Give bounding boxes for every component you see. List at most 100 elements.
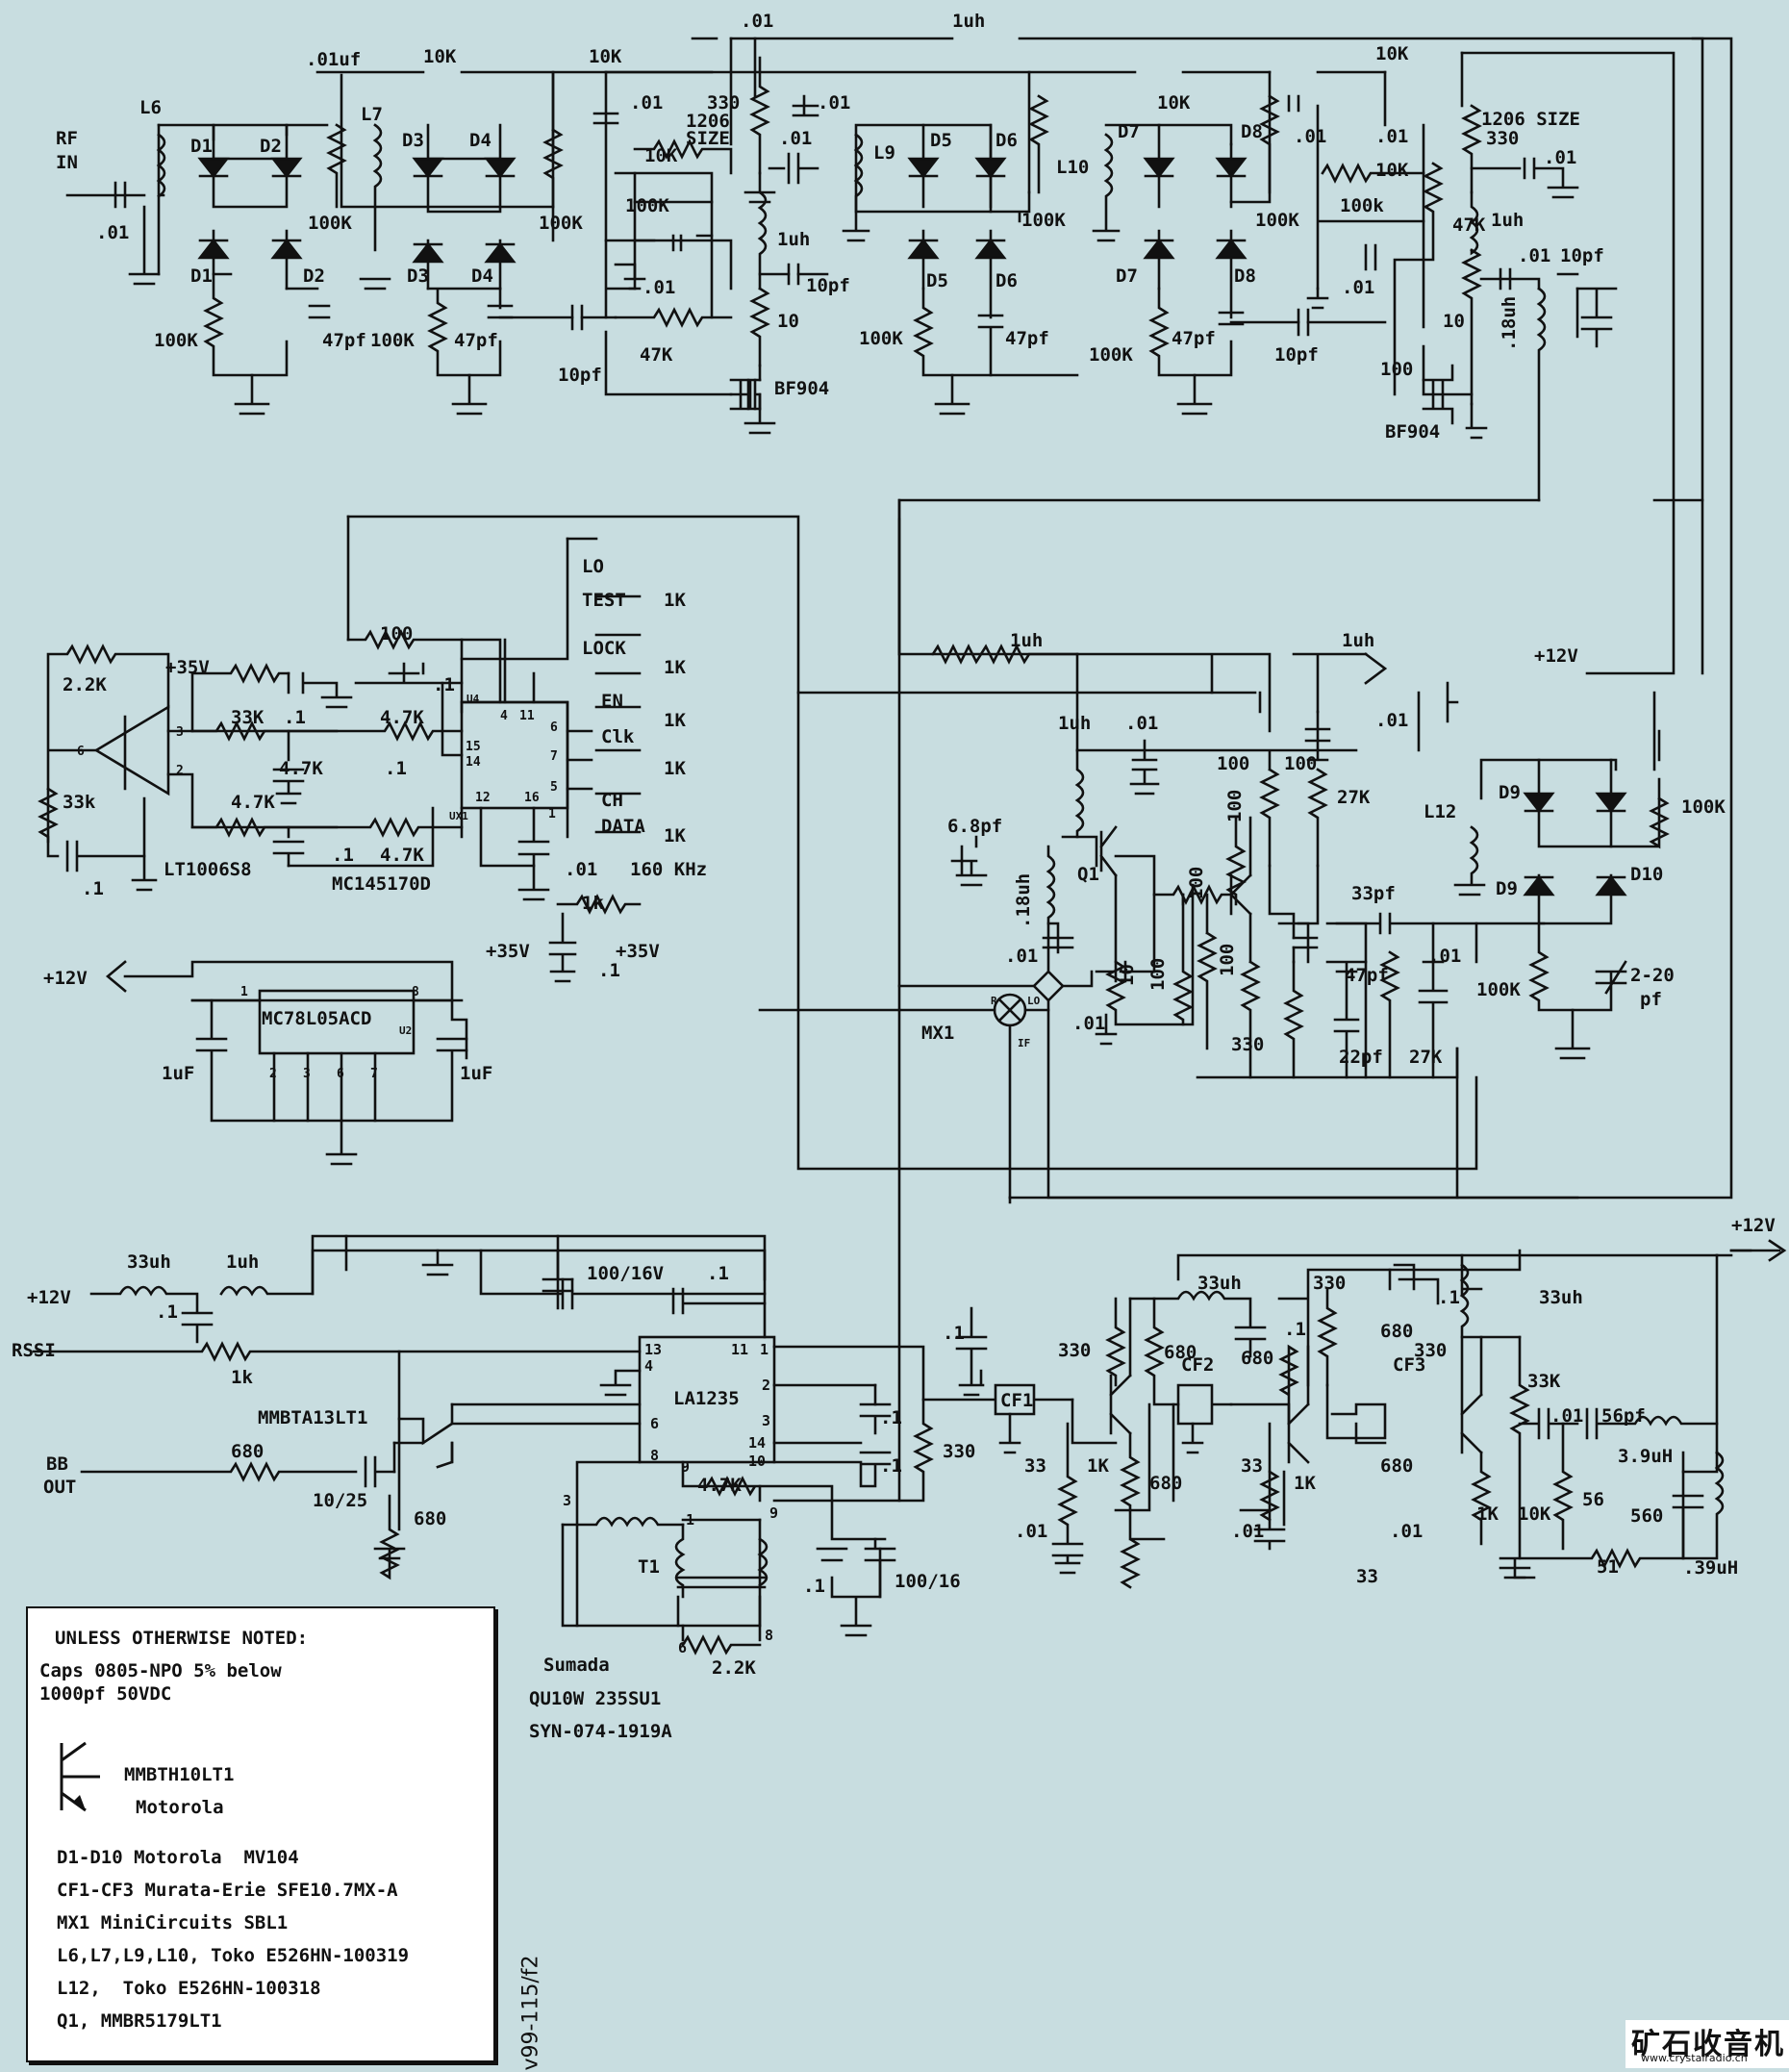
label-diode: D8 — [1234, 265, 1256, 287]
label-text: Sumada — [543, 1655, 610, 1676]
label-resistor: 100K — [1255, 210, 1299, 231]
label-supply: +35V — [165, 657, 210, 678]
label-resistor: 10 — [777, 311, 799, 332]
label-cap: .1 — [803, 1576, 825, 1597]
label-diode: D4 — [471, 265, 493, 287]
oscillator-section — [897, 498, 1579, 1200]
label-cap: 1uF — [460, 1063, 492, 1084]
label-resistor: 330 — [1313, 1273, 1346, 1294]
label-diode: D8 — [1241, 121, 1263, 142]
label-cap: .01 — [741, 11, 773, 32]
label-resistor: 10K — [423, 46, 457, 67]
label-pin: 8 — [412, 985, 419, 999]
label-cap: .01 — [1125, 713, 1158, 734]
label-ch: CH — [601, 790, 623, 811]
label-part: BF904 — [1385, 421, 1440, 442]
label-pin: 4 — [500, 709, 508, 723]
label-diode: D3 — [402, 130, 424, 151]
label-resistor: 1K — [664, 657, 686, 678]
label-pin: 13 — [644, 1341, 662, 1358]
bf904-transistor-1 — [729, 378, 762, 411]
label-cap: 10pf — [1274, 344, 1319, 366]
label-pin: 3 — [176, 725, 184, 740]
label-resistor: 100 — [1217, 753, 1249, 774]
label-inductor: L12 — [1424, 801, 1456, 822]
label-pin: 9 — [681, 1458, 690, 1476]
label-resistor: 10K — [644, 145, 678, 166]
bf904-stage-1 — [592, 56, 829, 435]
label-part: MMBTA13LT1 — [258, 1407, 367, 1428]
top-rail-wires — [65, 37, 1704, 675]
label-in: IN — [56, 152, 78, 173]
label-resistor: 1K — [664, 825, 686, 846]
label-resistor: 100 — [1224, 790, 1246, 822]
label-cap: 560 — [1630, 1505, 1663, 1527]
label-inductor: L7 — [361, 104, 383, 125]
if-strip — [32, 1234, 1787, 1655]
label-cap: .1 — [880, 1407, 902, 1428]
label-resistor: 680 — [231, 1441, 264, 1462]
label-diode: D5 — [926, 270, 948, 291]
label-part: LT1006S8 — [164, 859, 252, 880]
note-line: L12, Toko E526HN-100318 — [57, 1978, 321, 1999]
label-pin: 15 — [466, 740, 481, 754]
label-resistor: 680 — [414, 1508, 446, 1529]
label-pin: 14 — [466, 755, 481, 770]
label-resistor: 100K — [625, 195, 669, 216]
label-resistor: 47K — [640, 344, 673, 366]
label-cap: .1 — [433, 674, 455, 695]
label-cap: 10pf — [1560, 245, 1604, 266]
label-ic: LA1235 — [673, 1388, 740, 1409]
label-cap: .1 — [1284, 1319, 1306, 1340]
label-bb: BB — [46, 1453, 68, 1475]
label-cap: .01 — [818, 92, 850, 114]
tuned-stage-4 — [1092, 94, 1387, 416]
label-inductor: 1uh — [1058, 713, 1091, 734]
label-resistor: 1K — [664, 710, 686, 731]
label-inductor: 1uh — [777, 229, 810, 250]
label-filter: CF3 — [1393, 1354, 1425, 1376]
label-cap: .1 — [82, 878, 104, 899]
label-resistor: 330 — [707, 92, 740, 114]
label-resistor: 100 — [1217, 944, 1238, 976]
label-resistor: 10K — [1157, 92, 1191, 114]
note-line: D1-D10 Motorola MV104 — [57, 1847, 299, 1868]
label-size: SIZE — [686, 128, 730, 149]
label-pin: 12 — [475, 791, 491, 805]
label-resistor: 680 — [1164, 1342, 1197, 1363]
label-resistor: 330 — [1486, 128, 1519, 149]
label-resistor: 330 — [1414, 1340, 1447, 1361]
label-inductor: 1uh — [952, 11, 985, 32]
label-cap: .01 — [1550, 1405, 1583, 1427]
label-pin: 9 — [769, 1504, 778, 1522]
label-resistor: 100K — [308, 213, 352, 234]
label-resistor: 33K — [1527, 1371, 1561, 1392]
label-resistor: 1K — [1087, 1455, 1109, 1477]
label-inductor: 1uh — [1491, 210, 1524, 231]
label-diode: D6 — [995, 130, 1018, 151]
label-resistor: 10 — [1117, 964, 1138, 986]
label-cap: 47pf — [1172, 328, 1216, 349]
bf904-transistor-2 — [1422, 364, 1454, 425]
label-resistor: 10K — [1375, 160, 1409, 181]
label-pin: 3 — [762, 1412, 770, 1429]
label-inductor: L10 — [1056, 157, 1089, 178]
label-resistor: 4.7K — [279, 758, 323, 779]
label-cap: 47pf — [322, 330, 366, 351]
mixer-mx1 — [758, 993, 1050, 1200]
label-resistor: 100 — [1380, 359, 1413, 380]
label-resistor: 680 — [1380, 1455, 1413, 1477]
label-transformer: T1 — [638, 1556, 660, 1578]
label-text: SYN-074-1919A — [529, 1721, 672, 1742]
label-cap: .1 — [156, 1301, 178, 1323]
label-freq: 160 KHz — [630, 859, 707, 880]
label-resistor: 330 — [1058, 1340, 1091, 1361]
label-resistor: 4.7K — [380, 707, 424, 728]
label-resistor: 100 — [1284, 753, 1317, 774]
label-pin: 7 — [370, 1067, 378, 1081]
label-resistor: 100k — [1340, 195, 1384, 216]
label-diode: D2 — [303, 265, 325, 287]
label-inductor: 1uh — [1342, 630, 1374, 651]
transistor-icon — [60, 1741, 100, 1812]
